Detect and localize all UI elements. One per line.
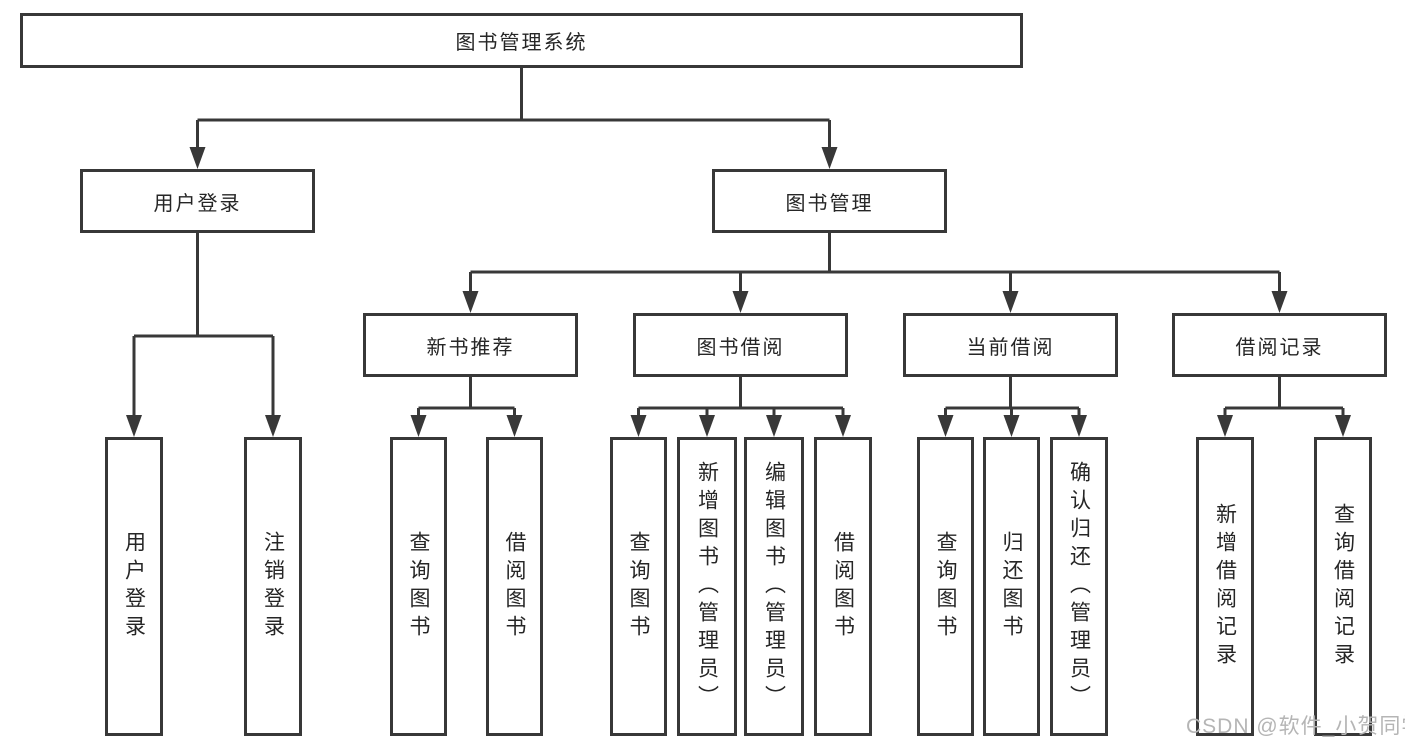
arrowhead-icon — [766, 415, 782, 437]
arrowhead-icon — [699, 415, 715, 437]
node-label: 查询图书 — [407, 530, 430, 643]
node-label: 用户登录 — [122, 530, 146, 643]
node-root: 图书管理系统 — [20, 13, 1023, 68]
branch-user-login: 用户登录 — [80, 169, 315, 233]
group-new-book-recommend: 新书推荐 — [363, 313, 578, 377]
group-borrow-records: 借阅记录 — [1172, 313, 1387, 377]
arrowhead-icon — [410, 415, 427, 437]
group-current-borrowing: 当前借阅 — [903, 313, 1118, 377]
leaf-recommend-query-books: 查询图书 — [390, 437, 447, 736]
arrowhead-icon — [1335, 415, 1351, 437]
leaf-borrowing-edit-book-admin: 编辑图书（管理员） — [744, 437, 804, 736]
node-label: 注销登录 — [261, 530, 285, 643]
arrowheads — [126, 147, 1351, 437]
arrowhead-icon — [732, 291, 749, 313]
node-label: 新增图书（管理员） — [695, 460, 719, 713]
node-label: 查询图书 — [934, 530, 957, 643]
leaf-borrowing-add-book-admin: 新增图书（管理员） — [677, 437, 737, 736]
node-label: 查询借阅记录 — [1331, 502, 1355, 671]
node-label: 新增借阅记录 — [1213, 502, 1237, 671]
arrowhead-icon — [265, 415, 281, 437]
node-label: 图书借阅 — [696, 336, 785, 359]
node-label: 图书管理 — [785, 192, 874, 215]
leaf-logout-login: 注销登录 — [244, 437, 302, 736]
arrowhead-icon — [126, 415, 142, 437]
group-book-borrowing: 图书借阅 — [633, 313, 848, 377]
node-label: 编辑图书（管理员） — [762, 460, 786, 713]
leaf-borrowing-borrow-books: 借阅图书 — [814, 437, 872, 736]
arrowhead-icon — [937, 415, 954, 437]
arrowhead-icon — [189, 147, 206, 169]
node-label: 当前借阅 — [966, 336, 1055, 359]
branch-book-management: 图书管理 — [712, 169, 947, 233]
arrowhead-icon — [630, 415, 647, 437]
node-label: 图书管理系统 — [455, 32, 588, 54]
node-label: 借阅图书 — [831, 530, 855, 643]
leaf-current-query-books: 查询图书 — [917, 437, 974, 736]
node-label: 新书推荐 — [426, 336, 515, 359]
arrowhead-icon — [506, 415, 523, 437]
arrowhead-icon — [1217, 415, 1233, 437]
arrowhead-icon — [1271, 291, 1288, 313]
arrowhead-icon — [1071, 415, 1087, 437]
leaf-user-login: 用户登录 — [105, 437, 163, 736]
arrowhead-icon — [821, 147, 838, 169]
connector-segments — [132, 68, 1345, 417]
arrowhead-icon — [835, 415, 851, 437]
arrowhead-icon — [1003, 415, 1020, 437]
node-label: 借阅图书 — [503, 530, 526, 643]
node-label: 借阅记录 — [1235, 336, 1324, 359]
leaf-borrowing-query-books: 查询图书 — [610, 437, 667, 736]
arrowhead-icon — [1002, 291, 1019, 313]
node-label: 归还图书 — [1000, 530, 1023, 643]
leaf-current-confirm-return-admin: 确认归还（管理员） — [1050, 437, 1108, 736]
csdn-watermark: CSDN @软件_小贺同学 — [1186, 715, 1405, 738]
node-label: 确认归还（管理员） — [1067, 460, 1091, 713]
leaf-records-add-record: 新增借阅记录 — [1196, 437, 1254, 736]
leaf-recommend-borrow-books: 借阅图书 — [486, 437, 543, 736]
node-label: 查询图书 — [627, 530, 650, 643]
leaf-records-query-record: 查询借阅记录 — [1314, 437, 1372, 736]
leaf-current-return-books: 归还图书 — [983, 437, 1040, 736]
arrowhead-icon — [462, 291, 479, 313]
node-label: 用户登录 — [153, 192, 242, 215]
